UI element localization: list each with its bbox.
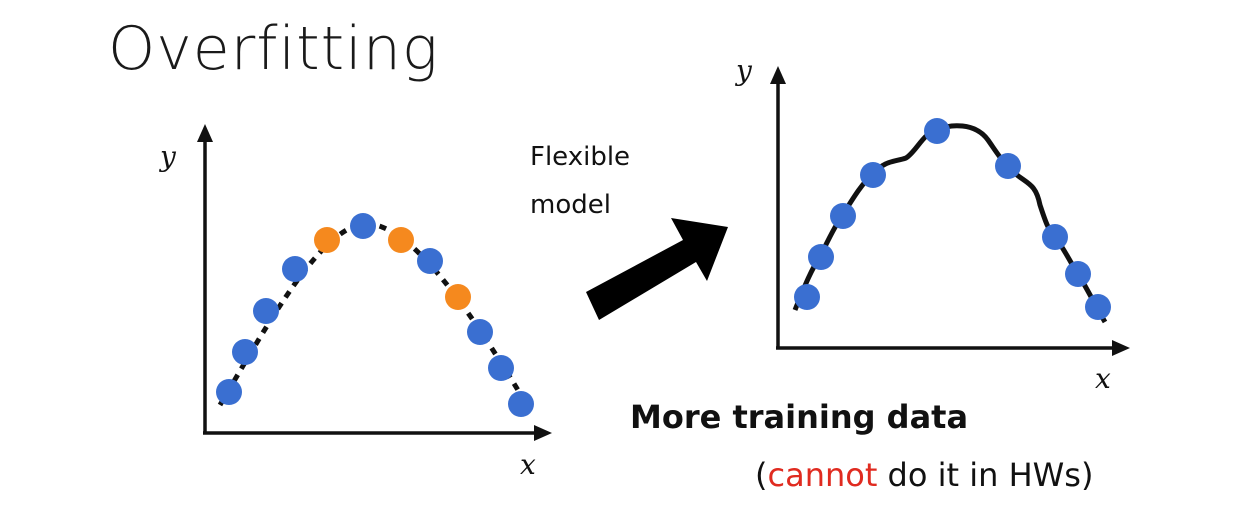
blue-point [508,391,534,417]
blue-point [830,203,856,229]
blue-point [350,213,376,239]
slide-title: Overfitting [108,14,439,84]
right-y-label: y [736,54,752,87]
hw-note: (cannot do it in HWs) [755,456,1093,494]
right-x-arrowhead [1112,340,1130,356]
right-plot [770,66,1130,356]
orange-point [314,227,340,253]
note-red-word: cannot [767,456,878,494]
blue-point [216,379,242,405]
flexible-model-arrow [586,218,728,320]
blue-point [232,339,258,365]
blue-point [1065,261,1091,287]
blue-point [995,153,1021,179]
right-y-arrowhead [770,66,786,84]
blue-point [794,284,820,310]
blue-point [924,118,950,144]
right-x-label: x [1095,362,1111,395]
orange-point [388,227,414,253]
note-rest: do it in HWs) [877,456,1094,494]
more-training-data-headline: More training data [630,398,969,436]
left-y-label: y [160,140,176,173]
left-x-label: x [520,448,536,481]
left-y-arrowhead [197,124,213,142]
blue-point [488,355,514,381]
blue-point [253,298,279,324]
left-x-arrowhead [534,425,552,441]
big-arrow-shape [586,218,728,320]
blue-point [467,319,493,345]
arrow-caption-line1: Flexible [530,142,631,172]
blue-point [1042,224,1068,250]
blue-point [808,244,834,270]
blue-point [282,256,308,282]
blue-point [417,248,443,274]
arrow-caption-line2: model [530,190,611,220]
note-open-paren: ( [755,456,768,494]
left-plot [197,124,552,441]
blue-point [860,162,886,188]
orange-point [445,284,471,310]
blue-point [1085,294,1111,320]
